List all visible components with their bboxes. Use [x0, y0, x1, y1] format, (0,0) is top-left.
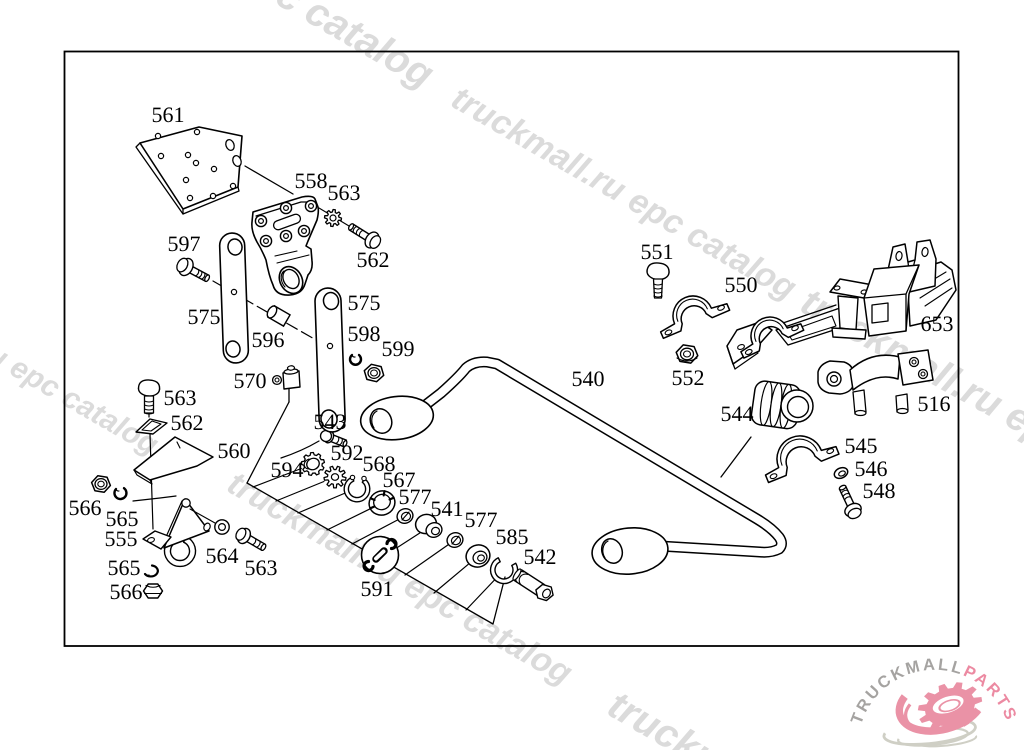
svg-text:570: 570: [234, 368, 267, 393]
svg-text:560: 560: [218, 438, 251, 463]
svg-text:597: 597: [168, 231, 201, 256]
svg-text:591: 591: [361, 576, 394, 601]
svg-text:575: 575: [348, 290, 381, 315]
svg-text:563: 563: [164, 385, 197, 410]
svg-text:562: 562: [357, 247, 390, 272]
svg-text:546: 546: [855, 456, 888, 481]
svg-text:585: 585: [496, 524, 529, 549]
svg-text:545: 545: [845, 433, 878, 458]
svg-text:577: 577: [465, 507, 498, 532]
svg-text:594: 594: [271, 457, 304, 482]
svg-text:561: 561: [152, 102, 185, 127]
svg-text:563: 563: [328, 180, 361, 205]
svg-text:564: 564: [206, 543, 239, 568]
svg-text:555: 555: [105, 526, 138, 551]
svg-text:563: 563: [245, 555, 278, 580]
svg-text:542: 542: [524, 544, 557, 569]
svg-text:541: 541: [431, 496, 464, 521]
svg-text:550: 550: [725, 272, 758, 297]
svg-text:552: 552: [672, 365, 705, 390]
svg-text:653: 653: [921, 311, 954, 336]
svg-text:596: 596: [252, 327, 285, 352]
svg-text:568: 568: [363, 451, 396, 476]
svg-text:548: 548: [863, 478, 896, 503]
svg-text:598: 598: [348, 321, 381, 346]
svg-text:543: 543: [314, 409, 347, 434]
svg-text:562: 562: [171, 410, 204, 435]
svg-text:592: 592: [331, 440, 364, 465]
svg-text:540: 540: [572, 366, 605, 391]
svg-text:566: 566: [110, 579, 143, 604]
svg-text:575: 575: [188, 304, 221, 329]
svg-text:551: 551: [641, 239, 674, 264]
svg-text:577: 577: [399, 484, 432, 509]
svg-text:544: 544: [721, 401, 754, 426]
svg-text:599: 599: [382, 336, 415, 361]
svg-text:516: 516: [918, 391, 951, 416]
svg-text:558: 558: [295, 168, 328, 193]
svg-text:565: 565: [108, 555, 141, 580]
svg-text:567: 567: [383, 467, 416, 492]
svg-text:565: 565: [106, 506, 139, 531]
svg-text:566: 566: [69, 495, 102, 520]
